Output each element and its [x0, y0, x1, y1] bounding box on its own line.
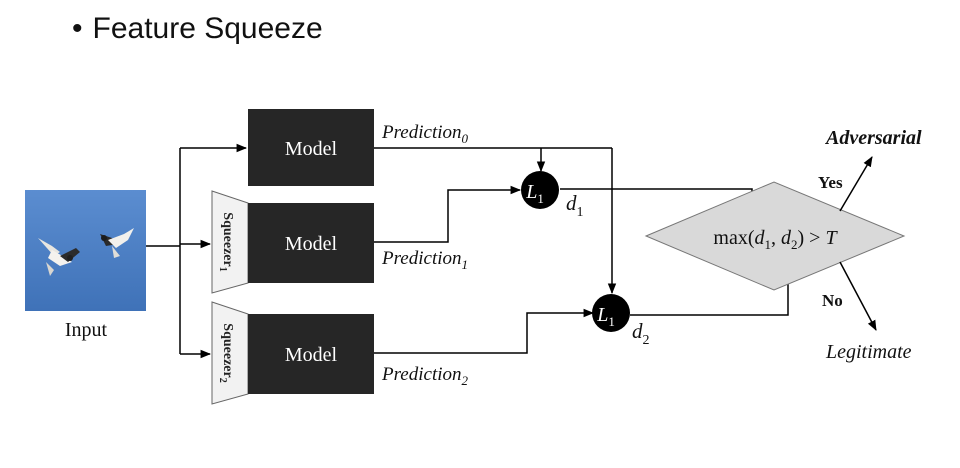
input-connector: [146, 143, 248, 359]
svg-text:L1: L1: [596, 304, 615, 329]
model-2-label: Model: [285, 344, 338, 366]
squeezer-2-label: Squeezer: [220, 323, 235, 377]
squeezer-1: Squeezer1: [211, 190, 249, 294]
prediction-0-label: Prediction0: [381, 122, 469, 146]
svg-text:L1: L1: [525, 181, 544, 206]
yes-label: Yes: [818, 173, 843, 192]
model-1-label: Model: [285, 233, 338, 255]
squeezer-1-label: Squeezer: [220, 212, 235, 266]
no-label: No: [822, 291, 843, 310]
legitimate-label: Legitimate: [825, 341, 912, 363]
squeezer-2-sub: 2: [217, 378, 228, 383]
adversarial-label: Adversarial: [824, 127, 922, 149]
input-image: [25, 190, 146, 311]
bird-icon: [100, 228, 134, 258]
model-1: Model: [248, 203, 374, 283]
distance-d1-label: d1: [566, 191, 584, 220]
prediction-1-label: Prediction1: [381, 248, 468, 272]
title-bullet: •: [72, 12, 83, 45]
distance-d2-label: d2: [632, 319, 650, 348]
outcome-connectors: [839, 156, 877, 331]
decision-expression: max(d1, d2) > T: [713, 227, 838, 252]
l1-node-2: L1: [592, 294, 630, 332]
input-label: Input: [65, 319, 108, 341]
title-text: Feature Squeeze: [92, 12, 323, 45]
squeezer-2: Squeezer2: [211, 301, 249, 405]
svg-text:Squeezer2: Squeezer2: [217, 323, 235, 382]
prediction-2-label: Prediction2: [381, 364, 469, 388]
model-0-label: Model: [285, 138, 338, 160]
l1-node-1: L1: [521, 171, 559, 209]
squeezer-1-sub: 1: [217, 267, 228, 272]
model-2: Model: [248, 314, 374, 394]
model-0: Model: [248, 109, 374, 186]
bird-icon: [38, 238, 80, 276]
decision-diamond: max(d1, d2) > T: [644, 181, 906, 291]
svg-text:Squeezer1: Squeezer1: [217, 212, 235, 271]
slide-title: • Feature Squeeze: [72, 12, 323, 46]
